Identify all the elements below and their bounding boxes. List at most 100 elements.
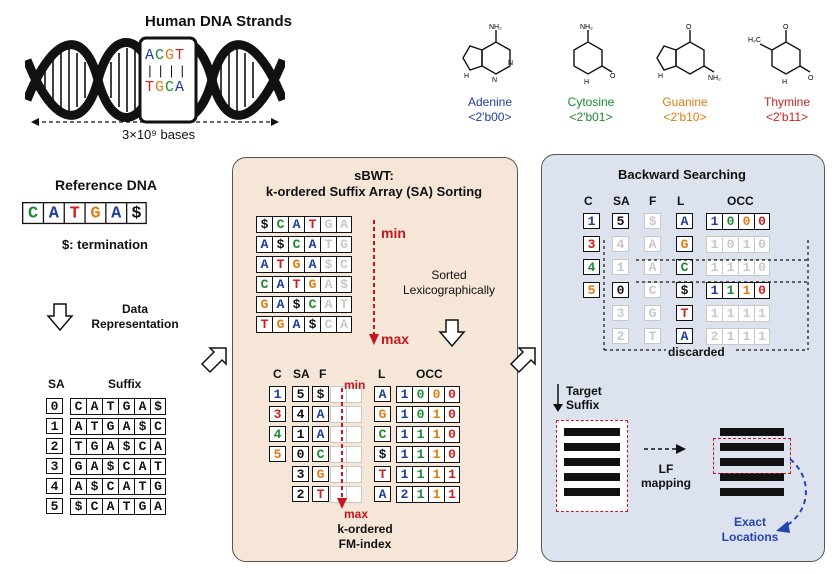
result-bars xyxy=(720,428,784,496)
sequence-cell xyxy=(346,426,362,443)
sequence-cell: $ xyxy=(102,458,118,475)
fm-sa-cell: 4 xyxy=(292,406,309,422)
bs-header-sa: SA xyxy=(613,194,630,208)
fm-header-c: C xyxy=(273,367,282,381)
fm-l-cell: G xyxy=(374,406,391,422)
bases-count: 3×10⁹ bases xyxy=(122,127,196,142)
bs-header-occ: OCC xyxy=(727,194,754,208)
sequence-cell xyxy=(346,466,362,483)
sequence-cell: A xyxy=(118,478,134,495)
sequence-cell: 1 xyxy=(706,305,722,322)
sequence-cell: A xyxy=(150,498,166,515)
sequence-cell: 1 xyxy=(412,426,428,443)
base-adenine-label: Adenine <2'b00> xyxy=(467,95,513,124)
guanine-structure-icon: O NH₂ H xyxy=(656,24,721,82)
matched-range-box xyxy=(713,438,791,474)
sequence-cell: 1 xyxy=(412,446,428,463)
sequence-cell: T xyxy=(336,296,352,313)
sequence-cell: G xyxy=(150,478,166,495)
sequence-cell: 1 xyxy=(444,486,460,503)
sequence-cell: C xyxy=(304,296,320,313)
sequence-cell: 1 xyxy=(396,386,412,403)
sequence-cell: 0 xyxy=(738,213,754,230)
sequence-cell: G xyxy=(272,316,288,333)
fm-index-title: k-ordered FM-index xyxy=(337,522,393,551)
sbwt-title: sBWT: k-ordered Suffix Array (SA) Sortin… xyxy=(265,168,483,199)
bs-header-f: F xyxy=(649,194,657,208)
sequence-cell: 1 xyxy=(396,426,412,443)
fm-l-cell: C xyxy=(374,426,391,442)
sequence-cell: $ xyxy=(118,438,134,455)
sequence-cell: 1 xyxy=(428,466,444,483)
termination-note: $: termination xyxy=(62,237,148,252)
helix-letter: A xyxy=(145,47,156,64)
bs-c-cell: 1 xyxy=(583,213,600,229)
fm-l-cell: $ xyxy=(374,446,391,462)
down-arrow-icon xyxy=(46,303,74,332)
fm-header-f: F xyxy=(319,367,327,381)
fm-f-cell: T xyxy=(312,486,329,502)
fm-c-cell: 5 xyxy=(269,446,286,462)
sequence-cell: 2 xyxy=(706,328,722,345)
helix-letter: T xyxy=(175,47,186,64)
sorted-min-label: min xyxy=(381,225,406,241)
sequence-cell: $ xyxy=(134,418,150,435)
sorted-max-label: max xyxy=(381,331,410,347)
sequence-cell: C xyxy=(70,398,86,415)
fm-header-occ: OCC xyxy=(416,367,443,381)
fm-min-max-arrow xyxy=(337,388,347,509)
svg-text:H: H xyxy=(658,73,663,80)
sequence-cell: C xyxy=(102,478,118,495)
sequence-cell: C xyxy=(118,458,134,475)
cytosine-structure-icon: NH₂ O H xyxy=(573,24,616,86)
sequence-cell: 1 xyxy=(396,446,412,463)
sequence-cell: 0 xyxy=(428,386,444,403)
fm-sa-cell: 3 xyxy=(292,466,309,482)
sequence-cell: T xyxy=(63,202,85,225)
sa-index-cell: 5 xyxy=(46,498,63,514)
sequence-cell: C xyxy=(336,256,352,273)
bs-sa-cell: 5 xyxy=(612,213,629,229)
sequence-cell: A xyxy=(102,438,118,455)
sequence-cell: T xyxy=(304,216,320,233)
sequence-cell: T xyxy=(70,438,86,455)
sequence-cell xyxy=(330,466,346,483)
sequence-cell: A xyxy=(288,316,304,333)
helix-letter: G xyxy=(165,47,176,64)
helix-letter: T xyxy=(145,79,156,96)
helix-letters-bottom: TGCA xyxy=(145,80,185,95)
sequence-cell: 1 xyxy=(706,213,722,230)
sequence-cell: $ xyxy=(150,398,166,415)
fm-f-cell: C xyxy=(312,446,329,462)
sequence-cell: G xyxy=(288,256,304,273)
sequence-cell: T xyxy=(288,276,304,293)
sequence-cell xyxy=(346,486,362,503)
sequence-cell: $ xyxy=(70,498,86,515)
sequence-cell: $ xyxy=(336,276,352,293)
sequence-cell: 1 xyxy=(412,486,428,503)
sequence-cell: 0 xyxy=(754,213,770,230)
sequence-cell: A xyxy=(320,276,336,293)
sequence-cell: C xyxy=(320,316,336,333)
sequence-cell: A xyxy=(118,418,134,435)
sequence-cell: C xyxy=(272,216,288,233)
target-bars xyxy=(564,428,620,496)
sequence-cell: 1 xyxy=(738,328,754,345)
fm-f-cell: A xyxy=(312,406,329,422)
sequence-cell: A xyxy=(134,398,150,415)
bs-c-cell: 3 xyxy=(583,236,600,252)
sequence-cell: $ xyxy=(304,316,320,333)
sequence-cell: 0 xyxy=(444,406,460,423)
fm-faded-cells xyxy=(330,446,362,463)
sequence-cell: C xyxy=(86,498,102,515)
fm-min-label: min xyxy=(344,378,366,392)
sequence-cell: A xyxy=(272,296,288,313)
fm-c-cell: 3 xyxy=(269,406,286,422)
sequence-cell: C xyxy=(134,438,150,455)
fm-c-cell: 4 xyxy=(269,426,286,442)
reference-dna-title: Reference DNA xyxy=(55,177,157,193)
sequence-cell: T xyxy=(272,256,288,273)
